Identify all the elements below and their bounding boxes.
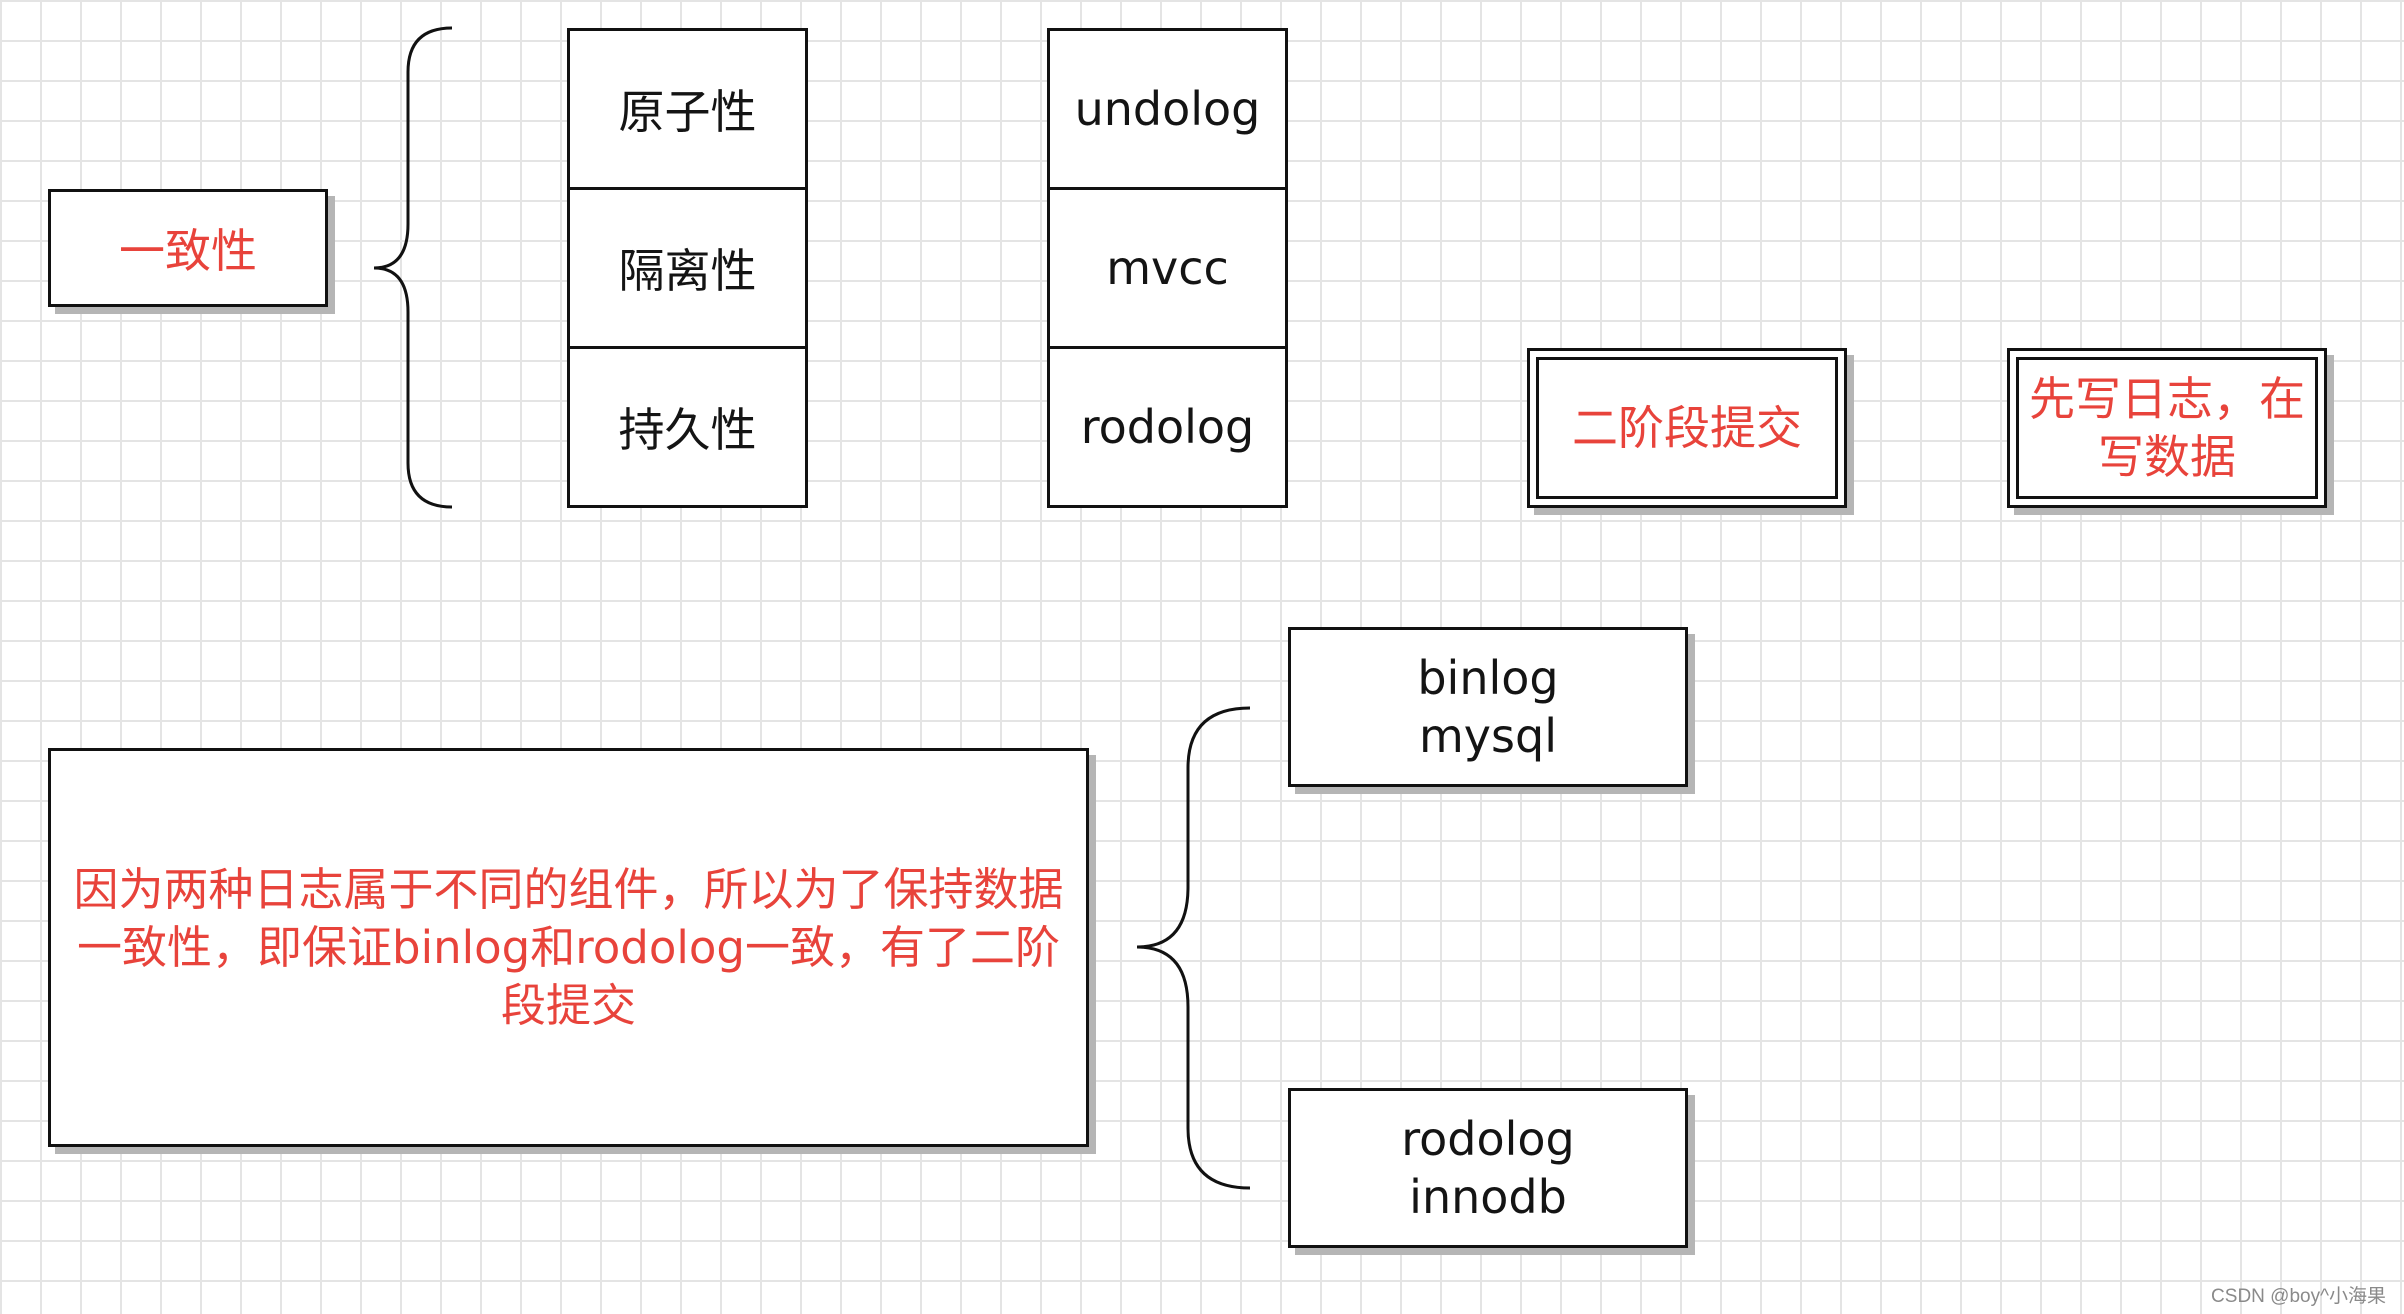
write-ahead-log-box: 先写日志，在写数据 <box>2007 348 2327 508</box>
write-ahead-log-label: 先写日志，在写数据 <box>2029 372 2305 484</box>
explanation-text: 因为两种日志属于不同的组件，所以为了保持数据一致性，即保证binlog和rodo… <box>73 862 1064 1032</box>
left-curly-brace-logs <box>1136 706 1251 1190</box>
binlog-label: binlog <box>1417 651 1559 705</box>
mysql-label: mysql <box>1419 709 1557 763</box>
mechanism-column: undolog mvcc rodolog <box>1047 28 1288 508</box>
mvcc-cell: mvcc <box>1050 190 1285 349</box>
left-curly-brace-acid <box>373 26 453 509</box>
undolog-cell: undolog <box>1050 31 1285 190</box>
redolog-label: rodolog <box>1401 1112 1575 1166</box>
isolation-cell: 隔离性 <box>570 190 805 349</box>
two-phase-commit-label: 二阶段提交 <box>1572 401 1802 455</box>
durability-cell: 持久性 <box>618 403 757 457</box>
consistency-label: 一致性 <box>119 224 257 278</box>
acid-properties-column: 原子性 隔离性 持久性 <box>567 28 808 508</box>
csdn-watermark: CSDN @boy^小海果 <box>2211 1286 2386 1307</box>
consistency-box: 一致性 <box>48 189 328 307</box>
explanation-box: 因为两种日志属于不同的组件，所以为了保持数据一致性，即保证binlog和rodo… <box>48 748 1089 1147</box>
redolog-innodb-box: rodolog innodb <box>1288 1088 1688 1248</box>
innodb-label: innodb <box>1409 1170 1567 1224</box>
atomicity-cell: 原子性 <box>570 31 805 190</box>
redolog-cell: rodolog <box>1080 400 1255 454</box>
binlog-mysql-box: binlog mysql <box>1288 627 1688 787</box>
two-phase-commit-box: 二阶段提交 <box>1527 348 1847 508</box>
